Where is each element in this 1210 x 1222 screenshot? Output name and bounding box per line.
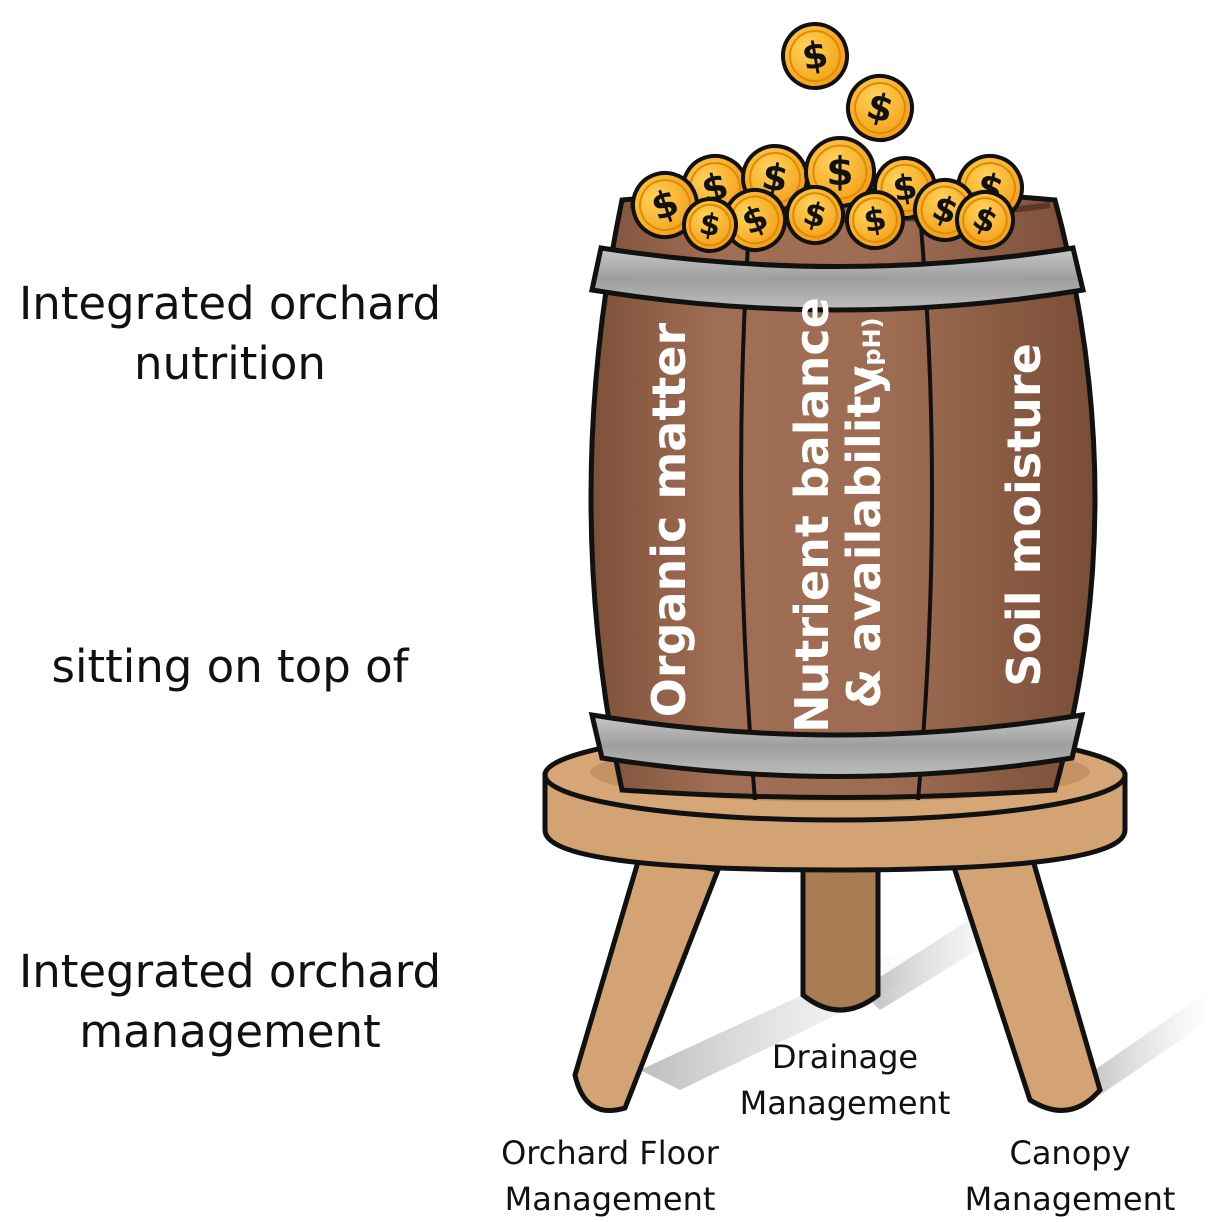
barrel-hoop-bottom <box>588 711 1086 779</box>
coin-pile: $$$$$$$$$$$$ <box>631 136 1024 253</box>
dollar-coin-icon: $ <box>682 197 738 253</box>
leg-label-orchard-floor: Orchard Floor Management <box>455 1130 765 1222</box>
stave-label-soil-moisture: Soil moisture <box>997 343 1051 687</box>
label-integrated-nutrition: Integrated orchard nutrition <box>0 274 460 394</box>
stave-text-moisture: Soil moisture <box>997 343 1051 687</box>
dollar-coin-icon: $ <box>846 74 914 142</box>
dollar-coin-icon: $ <box>631 171 699 239</box>
label-bottom-line1: Integrated orchard <box>18 945 442 998</box>
label-bottom-line2: management <box>79 1005 381 1058</box>
leg-floor-line1: Orchard Floor <box>501 1134 719 1172</box>
stool-leg-right <box>946 847 1103 1113</box>
leg-canopy-line1: Canopy <box>1009 1134 1131 1172</box>
leg-label-drainage: Drainage Management <box>700 1034 990 1126</box>
stave-text-nutrient-line2: & availability <box>837 365 891 708</box>
stave-text-nutrient-line1: Nutrient balance <box>785 297 839 733</box>
leg-shadow-right <box>1080 990 1210 1095</box>
stave-text-organic: Organic matter <box>642 322 696 717</box>
svg-text:$: $ <box>826 150 853 195</box>
dollar-coin-icon: $ <box>781 22 849 90</box>
stave-text-nutrient-ph: (pH) <box>858 317 886 376</box>
leg-canopy-line2: Management <box>964 1180 1176 1218</box>
leg-label-canopy: Canopy Management <box>930 1130 1210 1222</box>
stool-leg-left <box>572 852 722 1114</box>
leg-drainage-line2: Management <box>739 1084 951 1122</box>
dollar-coin-icon: $ <box>845 190 905 250</box>
label-top-line1: Integrated orchard <box>18 277 442 330</box>
leg-floor-line2: Management <box>504 1180 716 1218</box>
label-sitting-on-top-of: sitting on top of <box>0 637 460 697</box>
barrel-hoop-top <box>589 245 1087 313</box>
label-top-line2: nutrition <box>134 337 326 390</box>
falling-coins: $$ <box>781 22 914 142</box>
stave-label-nutrient: Nutrient balance & availability (pH) <box>785 297 891 733</box>
dollar-coin-icon: $ <box>723 188 787 252</box>
leg-drainage-line1: Drainage <box>771 1038 919 1076</box>
label-mid-line1: sitting on top of <box>51 640 409 693</box>
dollar-coin-icon: $ <box>955 190 1015 250</box>
label-integrated-management: Integrated orchard management <box>0 942 460 1062</box>
stave-label-organic-matter: Organic matter <box>642 322 696 717</box>
dollar-coin-icon: $ <box>785 185 845 245</box>
stool-leg-middle <box>800 857 881 1013</box>
